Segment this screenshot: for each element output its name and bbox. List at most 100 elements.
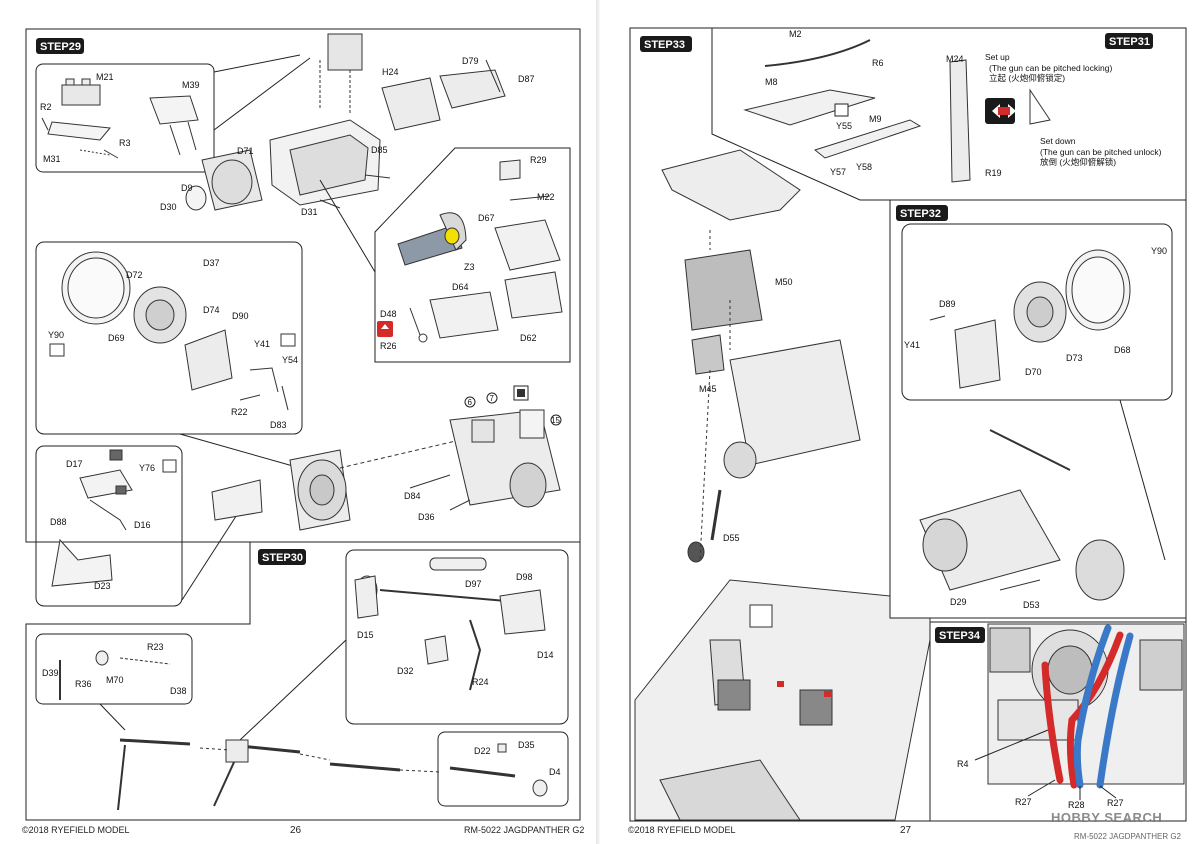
label-D15: D15: [357, 630, 374, 640]
page-27-drawing: STEP33 STEP31 M2 R6 M8 M24 Y55 M9 Y57 Y5…: [629, 27, 1187, 822]
instruction-page-26: STEP29: [22, 28, 585, 836]
label-D68: D68: [1114, 345, 1131, 355]
label-M2: M2: [789, 29, 802, 39]
label-R29: R29: [530, 155, 547, 165]
label-R26: R26: [380, 341, 397, 351]
label-D14: D14: [537, 650, 554, 660]
step29-tag-bg: [36, 38, 84, 54]
label-R6: R6: [872, 58, 884, 68]
blue-hose-right: [1096, 632, 1134, 789]
page-number-27: 27: [900, 825, 912, 836]
label-M21: M21: [96, 72, 114, 82]
footer-copyright-right: ©2018 RYEFIELD MODEL: [628, 825, 736, 835]
step34-title: STEP34: [939, 630, 981, 642]
label-D36: D36: [418, 512, 435, 522]
label-M8: M8: [765, 77, 778, 87]
label-R3: R3: [119, 138, 131, 148]
inset-d17: [35, 445, 183, 607]
flip-warning-arrow: [381, 324, 389, 334]
label-D38: D38: [170, 686, 187, 696]
label-D53: D53: [1023, 600, 1040, 610]
label-D72: D72: [126, 270, 143, 280]
label-Z3: Z3: [464, 262, 475, 272]
label-D4: D4: [549, 767, 561, 777]
label-Y41: Y41: [254, 339, 270, 349]
label-D32: D32: [397, 666, 414, 676]
label-D83: D83: [270, 420, 287, 430]
set-up-title: Set up: [985, 52, 1010, 62]
step30-title: STEP30: [262, 552, 303, 564]
label-R36: R36: [75, 679, 92, 689]
label-D31: D31: [301, 207, 318, 217]
label-D84: D84: [404, 491, 421, 501]
label-R27-a: R27: [1015, 797, 1032, 807]
label-R2: R2: [40, 102, 52, 112]
set-down-chinese: 放倒 (火炮仰俯解锁): [1040, 157, 1116, 167]
step32-assembly: [919, 429, 1125, 601]
label-M70: M70: [106, 675, 124, 685]
label-D29: D29: [950, 597, 967, 607]
label-D71: D71: [237, 146, 254, 156]
label-M45: M45: [699, 384, 717, 394]
page-number-26: 26: [290, 825, 302, 836]
footer-model-right: RM-5022 JAGDPANTHER G2: [1074, 832, 1181, 841]
label-D90: D90: [232, 311, 249, 321]
label-Y54: Y54: [282, 355, 298, 365]
d72-parts: [49, 251, 296, 411]
label-R23: R23: [147, 642, 164, 652]
transmission-assembly: [211, 409, 561, 531]
label-Y58: Y58: [856, 162, 872, 172]
inset-r23: [35, 633, 193, 705]
gun-mount-frame: [661, 149, 861, 563]
step31-labels: M2 R6 M8 M24 Y55 M9 Y57 Y58 R19 Set up (…: [765, 29, 1162, 178]
label-D73: D73: [1066, 353, 1083, 363]
label-D79: D79: [462, 56, 479, 66]
label-D23: D23: [94, 581, 111, 591]
label-Y41: Y41: [904, 340, 920, 350]
step34-labels: R4 R27 R28 R27: [957, 759, 1124, 810]
step33-tag-bg: [640, 36, 692, 52]
callout-6: 6: [468, 398, 473, 407]
label-M22: M22: [537, 192, 555, 202]
red-marker-1: [777, 681, 784, 687]
set-up-chinese: 立起 (火炮仰俯锁定): [989, 73, 1065, 83]
label-R28: R28: [1068, 800, 1085, 810]
label-D17: D17: [66, 459, 83, 469]
label-D30: D30: [160, 202, 177, 212]
label-D48: D48: [380, 309, 397, 319]
label-D87: D87: [518, 74, 535, 84]
step32-title: STEP32: [900, 208, 941, 220]
hull-assembly: [185, 33, 506, 211]
inset-z3: [374, 147, 571, 363]
label-D70: D70: [1025, 367, 1042, 377]
inset-d72: [35, 241, 303, 435]
label-D97: D97: [465, 579, 482, 589]
label-D64: D64: [452, 282, 469, 292]
label-D22: D22: [474, 746, 491, 756]
label-D39: D39: [42, 668, 59, 678]
inset-battery: [35, 63, 215, 173]
step29-labels: M21 M39 R2 R3 M31 D71 D9 D30 D31 D85 H24…: [40, 56, 555, 591]
label-Y55: Y55: [836, 121, 852, 131]
label-D16: D16: [134, 520, 151, 530]
label-R4: R4: [957, 759, 969, 769]
label-M9: M9: [869, 114, 882, 124]
label-D67: D67: [478, 213, 495, 223]
d22-parts: [449, 743, 548, 797]
gun-lock-parts: [743, 39, 1051, 183]
inset-d97: [345, 549, 569, 725]
label-Y57: Y57: [830, 167, 846, 177]
step32-labels: D89 Y90 Y41 D73 D68 D70 D29 D53: [904, 246, 1167, 610]
label-R24: R24: [472, 677, 489, 687]
step31-frame: [711, 27, 1187, 201]
label-M39: M39: [182, 80, 200, 90]
label-D88: D88: [50, 517, 67, 527]
label-D98: D98: [516, 572, 533, 582]
set-down-english: (The gun can be pitched unlock): [1040, 147, 1162, 157]
label-M24: M24: [946, 54, 964, 64]
label-D69: D69: [108, 333, 125, 343]
steering-shaft: [117, 738, 441, 811]
label-R27-b: R27: [1107, 798, 1124, 808]
red-marker-2: [824, 691, 831, 697]
set-up-english: (The gun can be pitched locking): [989, 63, 1112, 73]
